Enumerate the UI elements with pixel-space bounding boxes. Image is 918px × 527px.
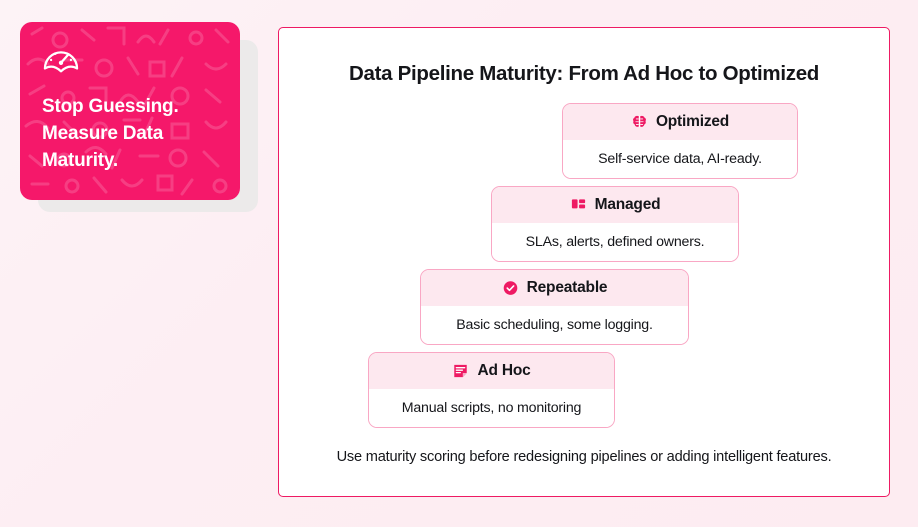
level-card-header: Managed (492, 187, 738, 223)
level-card-body: Basic scheduling, some logging. (421, 306, 688, 344)
level-card-title: Optimized (655, 113, 730, 130)
level-card-body: Manual scripts, no monitoring (369, 389, 614, 427)
level-card-description: Basic scheduling, some logging. (456, 317, 653, 333)
level-card-header: Repeatable (421, 270, 688, 306)
page-title: Data Pipeline Maturity: From Ad Hoc to O… (348, 62, 820, 85)
promo-card: Stop Guessing. Measure Data Maturity. (20, 22, 240, 200)
level-card-header: Ad Hoc (369, 353, 614, 389)
dashboard-layout-icon (571, 198, 585, 208)
level-card-repeatable[interactable]: Repeatable Basic scheduling, some loggin… (420, 269, 689, 345)
level-card-body: SLAs, alerts, defined owners. (492, 223, 738, 261)
level-card-title: Managed (594, 196, 661, 213)
brain-icon (632, 115, 646, 127)
gauge-icon (43, 51, 79, 73)
level-card-ad-hoc[interactable]: Ad Hoc Manual scripts, no monitoring (368, 352, 615, 428)
check-circle-icon (503, 280, 517, 295)
level-card-title: Ad Hoc (477, 362, 531, 379)
maturity-panel: Data Pipeline Maturity: From Ad Hoc to O… (278, 27, 890, 497)
level-card-description: SLAs, alerts, defined owners. (525, 234, 705, 250)
level-card-description: Self-service data, AI-ready. (598, 151, 762, 167)
level-card-description: Manual scripts, no monitoring (401, 400, 582, 416)
level-card-managed[interactable]: Managed SLAs, alerts, defined owners. (491, 186, 739, 262)
panel-footer-note: Use maturity scoring before redesigning … (336, 449, 832, 465)
promo-heading: Stop Guessing. Measure Data Maturity. (42, 96, 179, 171)
promo-content: Stop Guessing. Measure Data Maturity. (20, 22, 240, 175)
level-card-header: Optimized (563, 104, 797, 140)
level-card-title: Repeatable (526, 279, 608, 296)
level-card-body: Self-service data, AI-ready. (563, 140, 797, 178)
document-lines-icon (454, 364, 468, 377)
level-card-optimized[interactable]: Optimized Self-service data, AI-ready. (562, 103, 798, 179)
